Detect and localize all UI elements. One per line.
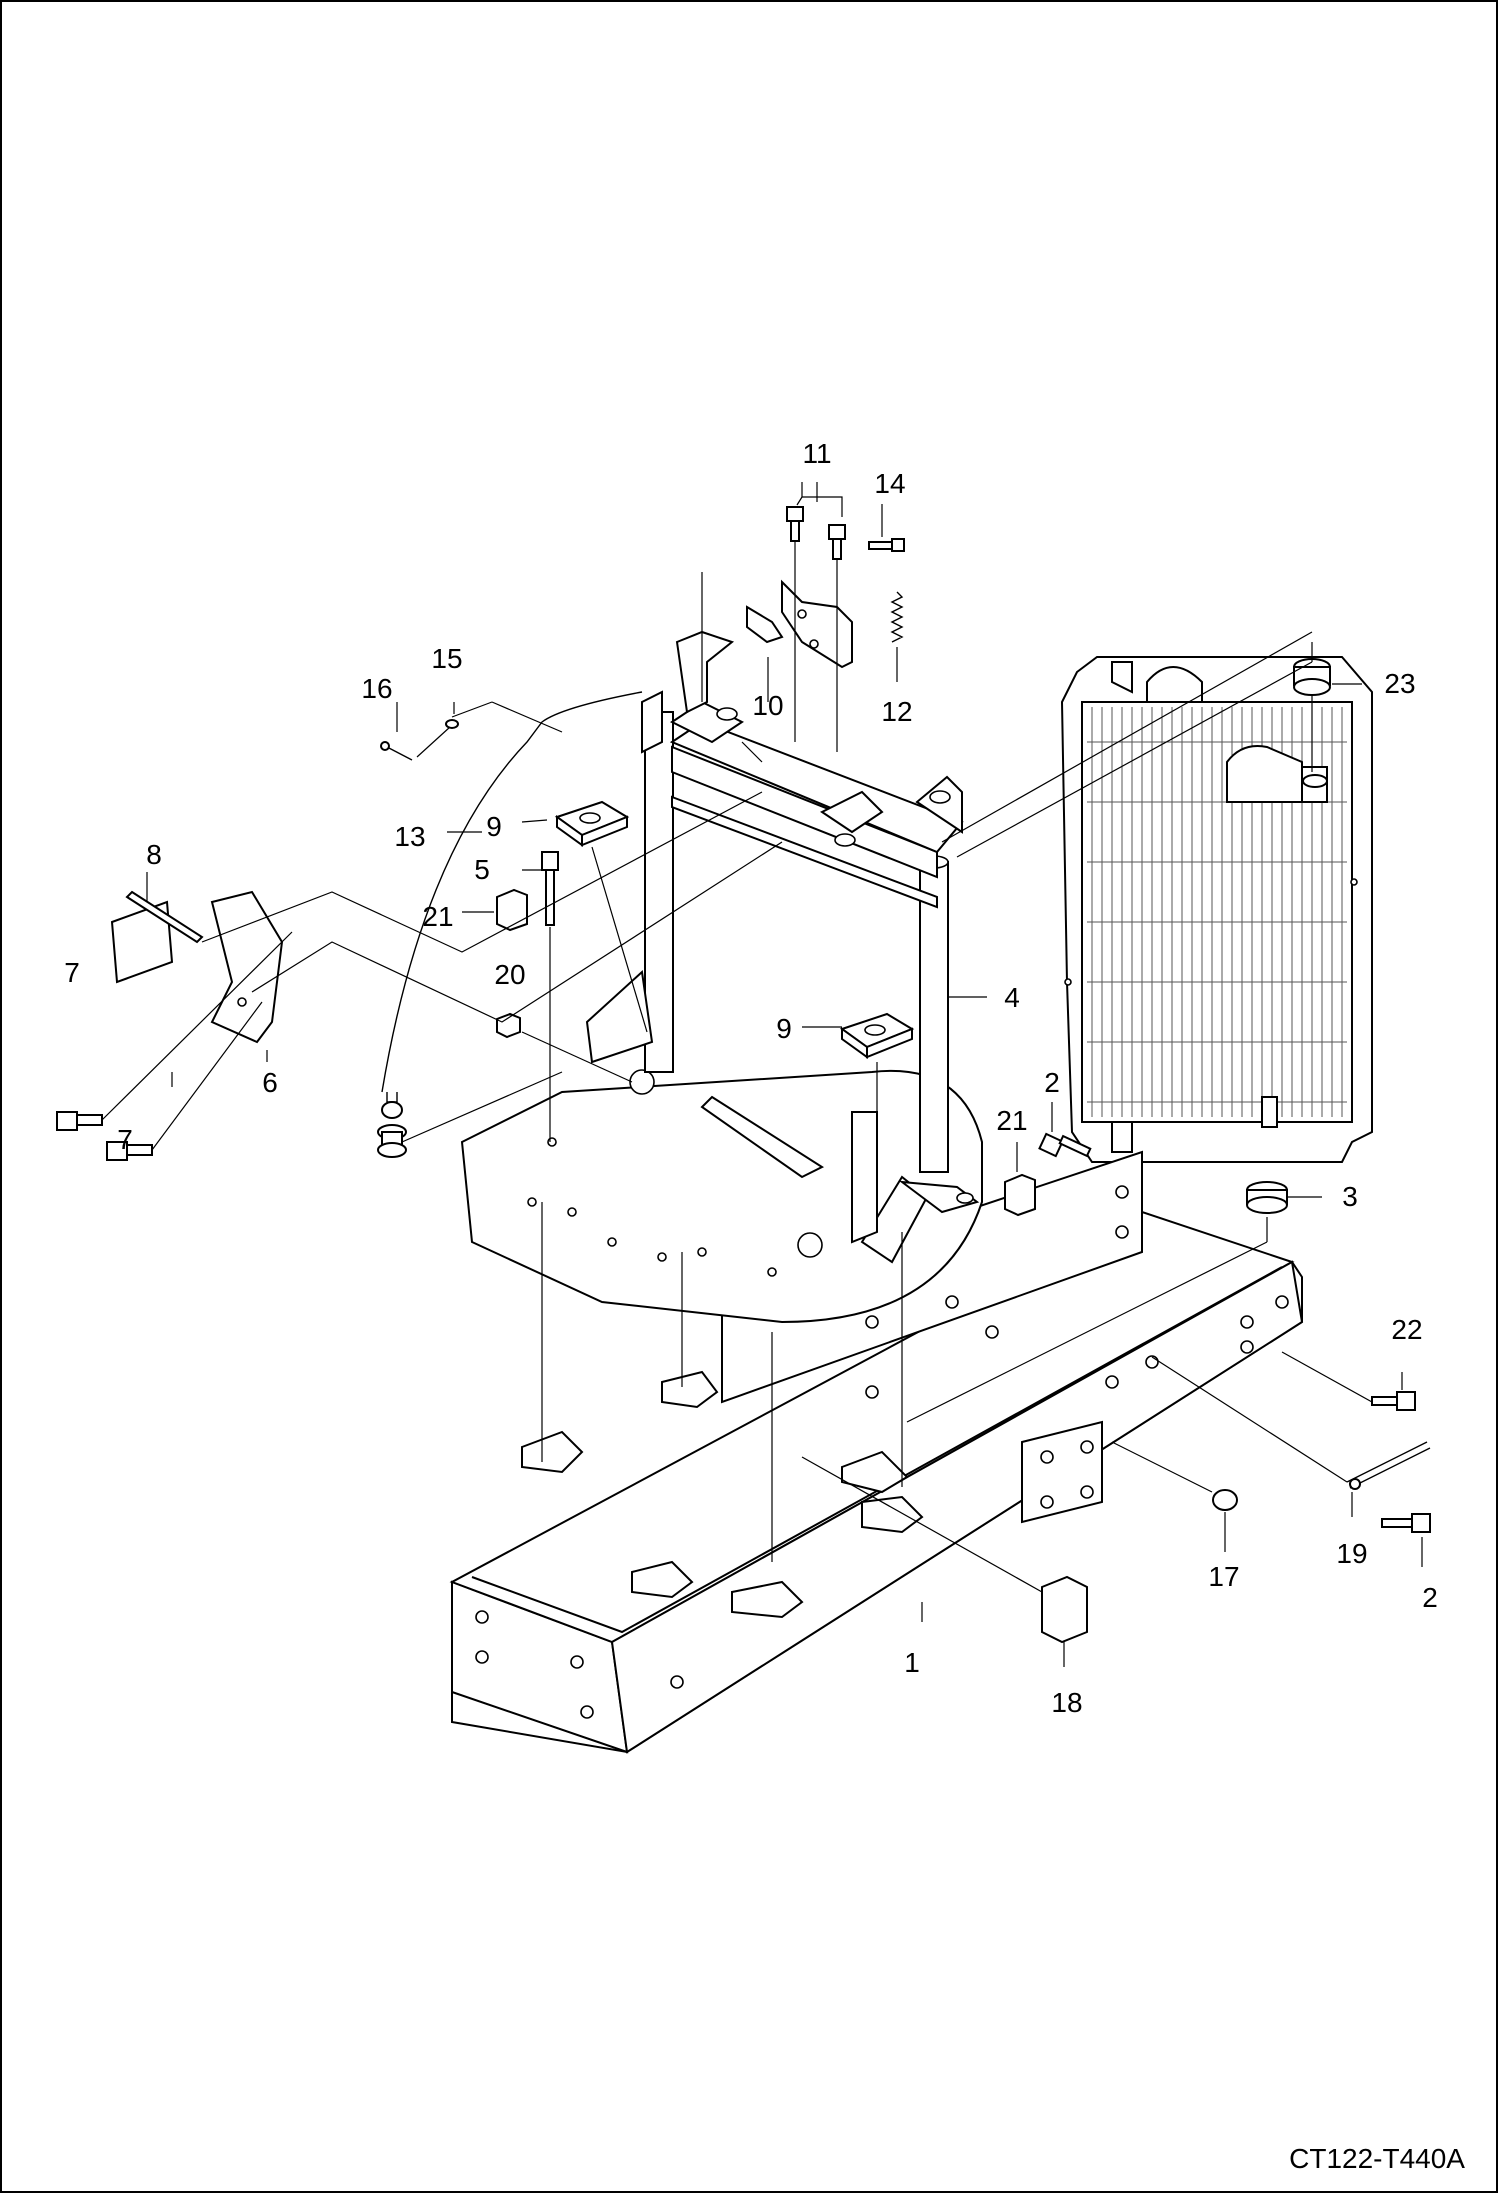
callout-1: 1 <box>904 1647 920 1678</box>
callout-9-lower: 9 <box>776 1013 792 1044</box>
callout-11: 11 <box>802 438 831 469</box>
callout-16: 16 <box>361 673 392 704</box>
callout-2-upper: 2 <box>1044 1067 1060 1098</box>
washer-9-lower <box>839 1012 915 1059</box>
washer-15 <box>445 719 459 729</box>
spring-12 <box>890 591 904 643</box>
seat-stand-frame <box>585 630 980 1264</box>
callout-4: 4 <box>1004 982 1020 1013</box>
pad-18 <box>1041 1575 1088 1644</box>
block-20 <box>496 1012 521 1039</box>
block-21-left <box>496 888 528 932</box>
cap-17 <box>1212 1489 1238 1511</box>
drawing-code: CT122-T440A <box>1289 2143 1465 2174</box>
bolts-11 <box>786 506 846 560</box>
callout-13: 13 <box>394 821 425 852</box>
bolt-5 <box>541 851 559 926</box>
callout-14: 14 <box>874 468 905 499</box>
callout-17: 17 <box>1208 1561 1239 1592</box>
bolts-7 <box>56 1111 153 1161</box>
callout-2-lower: 2 <box>1422 1582 1438 1613</box>
callout-20: 20 <box>494 959 525 990</box>
block-21-right <box>1004 1173 1036 1217</box>
radiator <box>1060 656 1373 1163</box>
bracket-6 <box>210 890 284 1044</box>
base-frame <box>449 1150 1304 1754</box>
pin-16 <box>380 741 413 761</box>
bolt-14 <box>868 538 905 552</box>
callout-6: 6 <box>262 1067 278 1098</box>
callout-7-upper: 7 <box>64 957 80 988</box>
link-10 <box>746 579 853 669</box>
callout-9-upper: 9 <box>486 811 502 842</box>
rubber-mount-3 <box>1246 1181 1288 1214</box>
callout-10: 10 <box>752 690 783 721</box>
callout-labels: 1 2 2 3 4 5 6 7 7 8 9 9 10 11 12 13 14 1… <box>64 438 1438 1718</box>
callout-22: 22 <box>1391 1314 1422 1345</box>
cable-13 <box>377 691 643 1158</box>
callout-21-left: 21 <box>422 901 453 932</box>
callout-12: 12 <box>881 696 912 727</box>
bolt-22 <box>1371 1391 1416 1411</box>
leader-lines <box>101 482 1423 1667</box>
callout-8: 8 <box>146 839 162 870</box>
callout-3: 3 <box>1342 1181 1358 1212</box>
callout-23: 23 <box>1384 668 1415 699</box>
washer-9-upper <box>554 800 630 847</box>
callout-7-lower: 7 <box>117 1124 133 1155</box>
rubber-mount-23 <box>1293 658 1331 788</box>
callout-21-right: 21 <box>996 1105 1027 1136</box>
callout-5: 5 <box>474 854 490 885</box>
plate-8 <box>110 890 204 984</box>
callout-18: 18 <box>1051 1687 1082 1718</box>
bolt-2-lower <box>1381 1513 1431 1533</box>
pin-19 <box>1346 1441 1431 1490</box>
callout-19: 19 <box>1336 1538 1367 1569</box>
bolt-2-upper <box>1038 1132 1092 1158</box>
callout-15: 15 <box>431 643 462 674</box>
